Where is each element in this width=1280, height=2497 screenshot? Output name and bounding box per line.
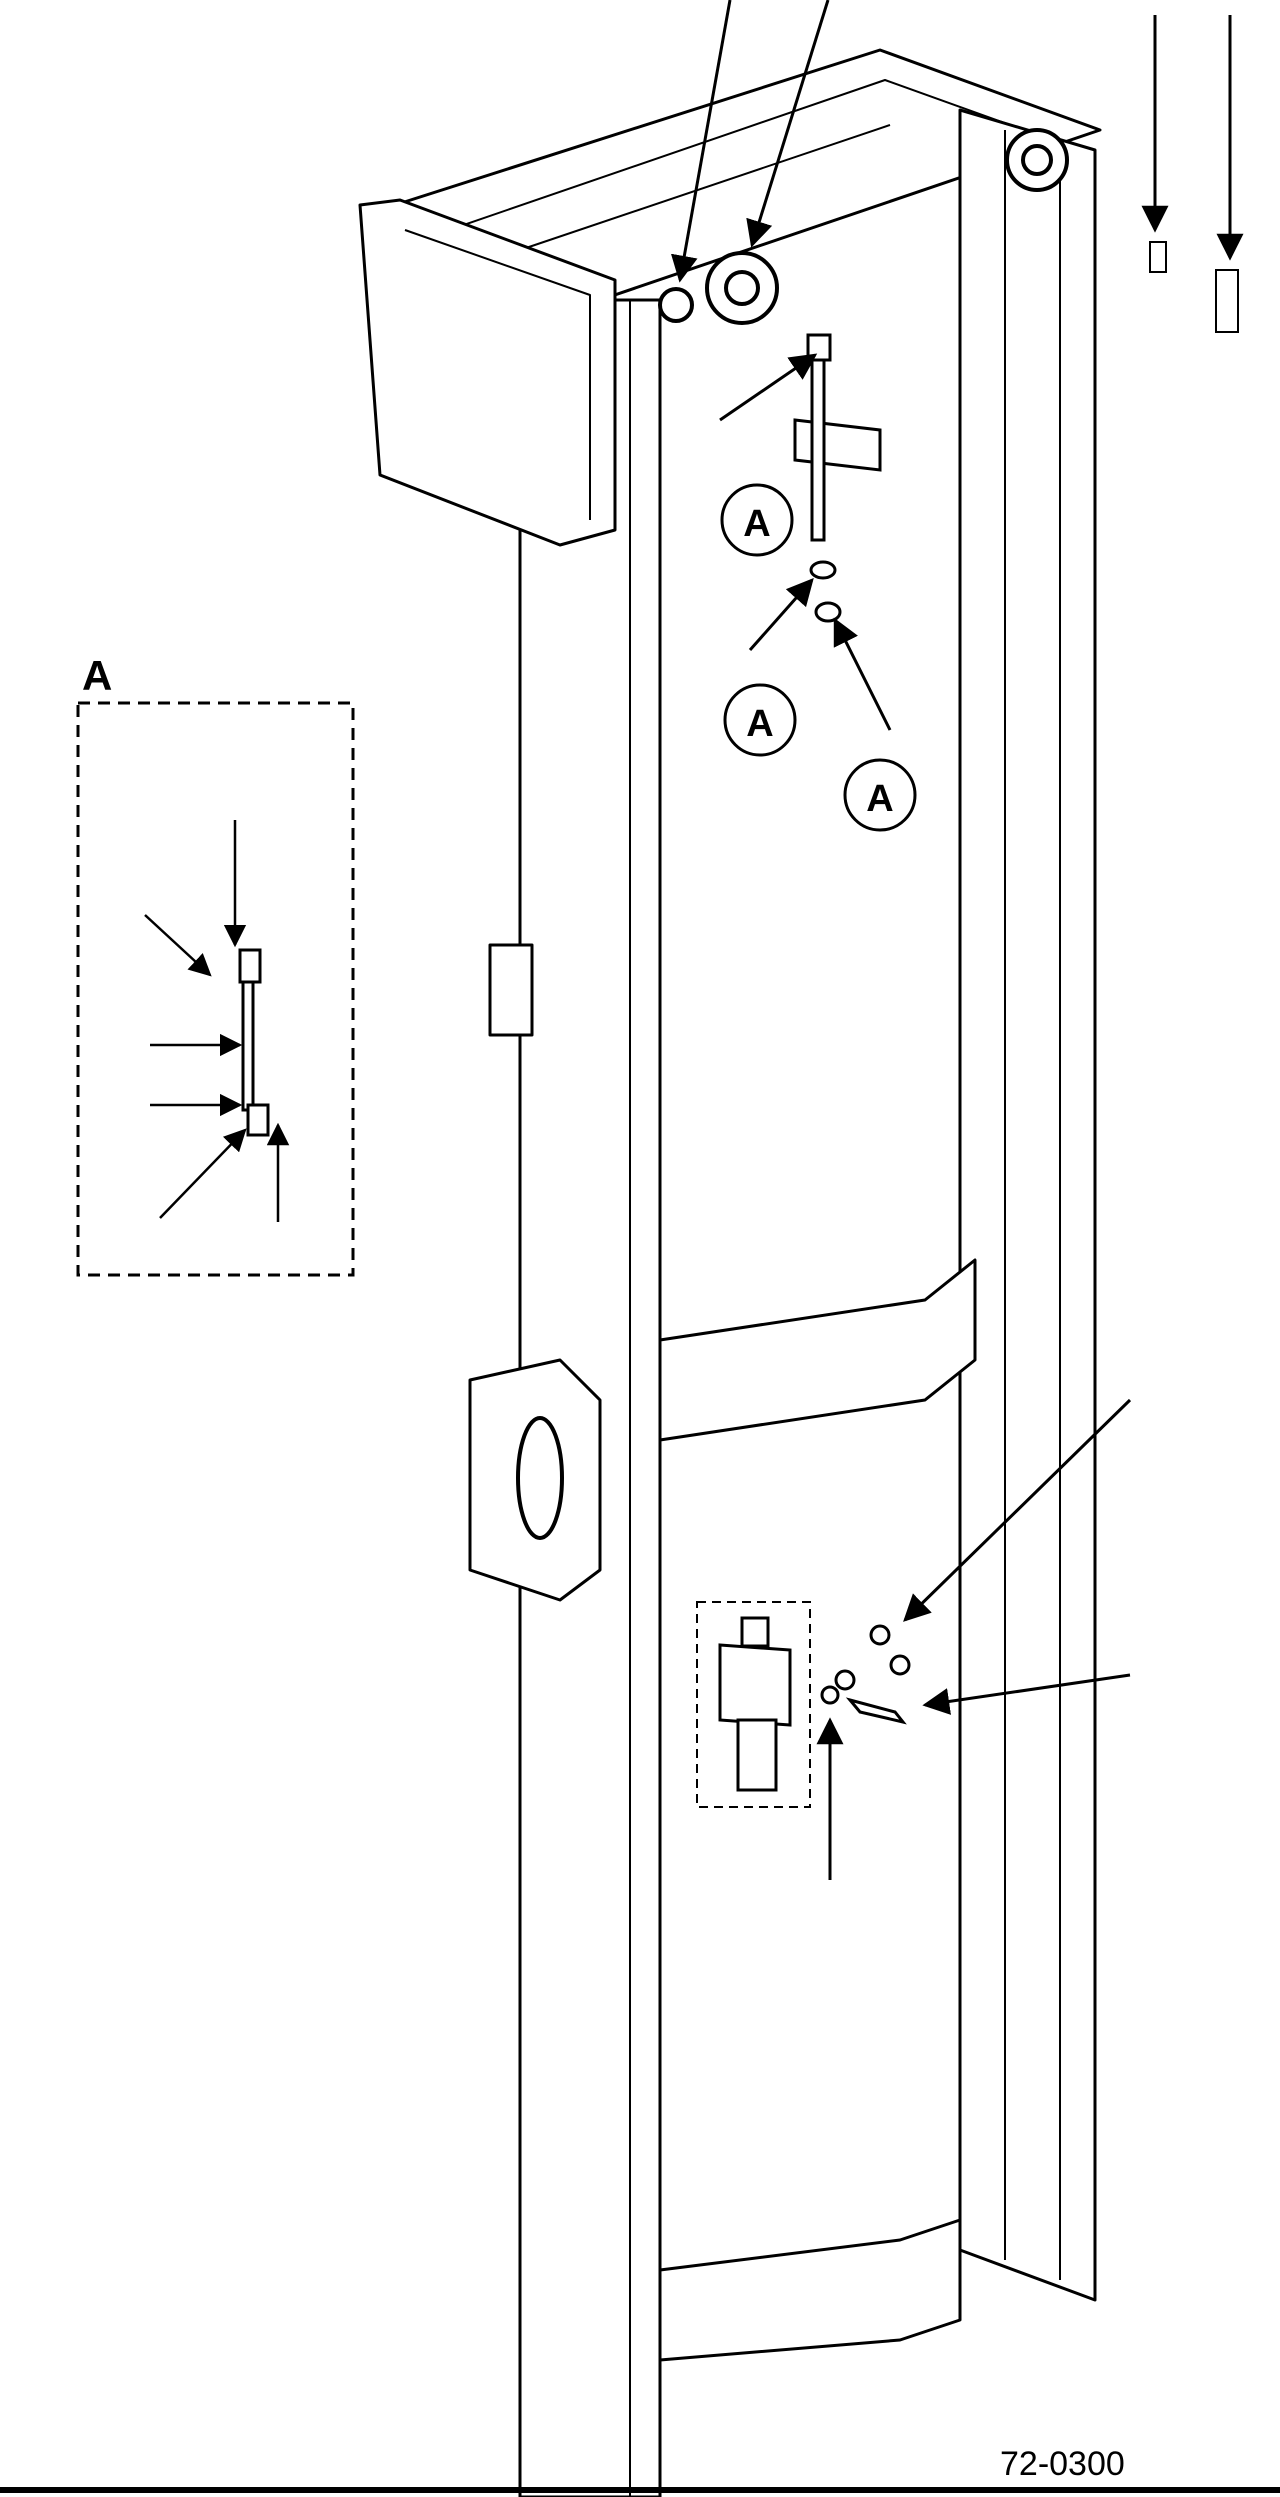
detail-a-box: [76, 701, 355, 1277]
detail-view-label: A: [82, 652, 112, 699]
detail-a-leader-lines: [144, 820, 290, 1222]
callout-a: A: [866, 778, 893, 820]
shim-ring: [658, 287, 694, 323]
inner-panel-lower: [658, 1258, 977, 1442]
anchor-bracket: [793, 418, 882, 472]
callout-circles: [720, 483, 917, 832]
chain-anchor-assembly: [793, 333, 882, 623]
detail-a-chain-anchor: [238, 948, 270, 1137]
top-left-bracket: [358, 198, 617, 547]
right-upright-channel: [958, 108, 1097, 2302]
anchor-rod: [810, 348, 826, 542]
roller-assembly: [658, 128, 1069, 325]
valve-box: [696, 1601, 811, 1808]
anchor-nut: [814, 601, 842, 623]
inner-panel-bottom: [658, 2218, 962, 2362]
roller-bearing: [1021, 144, 1053, 176]
spacer-plate: [1149, 241, 1167, 273]
leader-lines: [670, 0, 1244, 1880]
valve-fasteners: [820, 1624, 911, 1725]
callout-a: A: [743, 503, 770, 545]
lug-hole: [516, 1416, 564, 1540]
small-block: [488, 943, 534, 1037]
callout-a: A: [746, 703, 773, 745]
roller-bearing: [724, 270, 760, 306]
anchor-nut: [809, 560, 837, 580]
shim-plate: [1215, 269, 1239, 333]
figure-number: 72-0300: [1000, 2445, 1125, 2483]
valve-assembly: [718, 1616, 792, 1792]
